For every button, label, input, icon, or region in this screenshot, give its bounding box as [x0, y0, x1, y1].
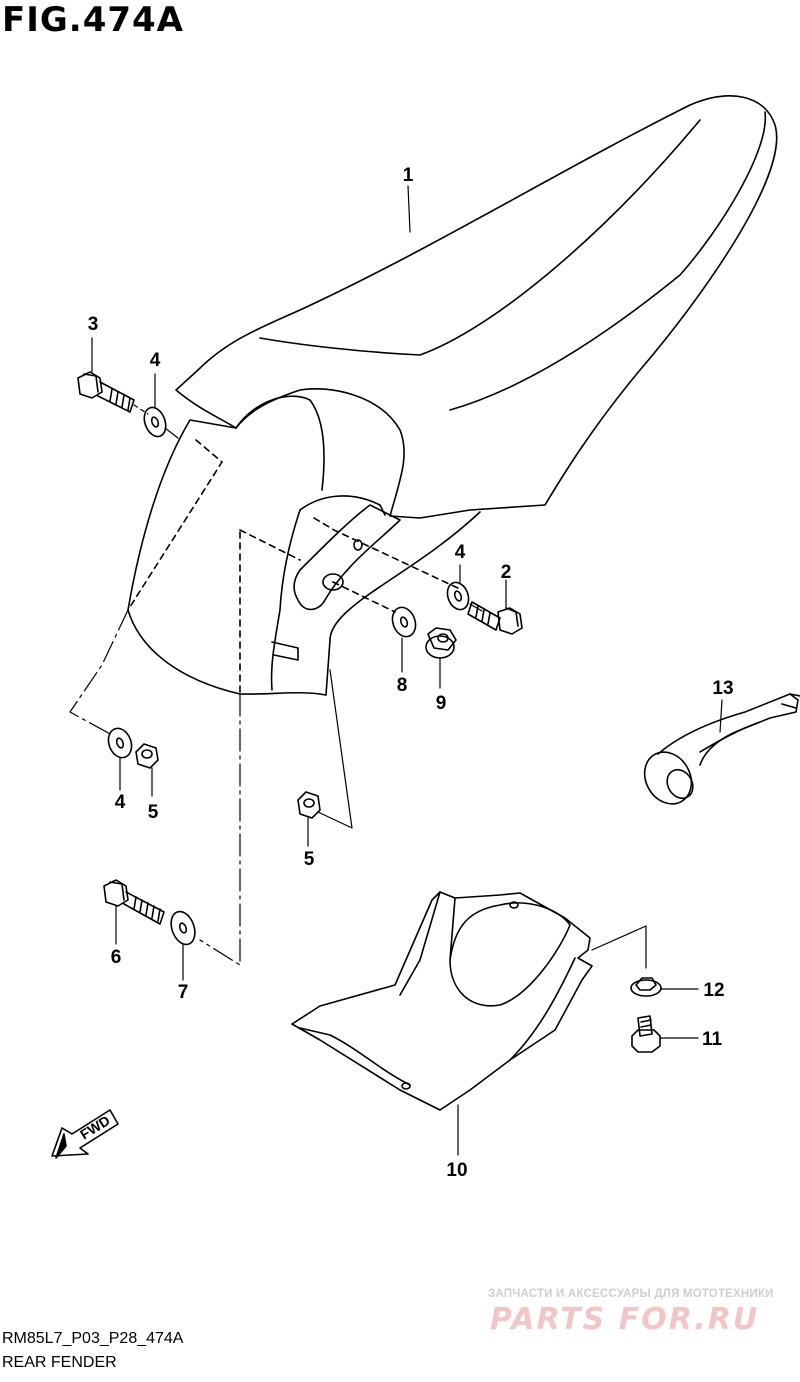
bolt-part-11 [631, 1015, 699, 1053]
washer-part-4-right [446, 564, 470, 611]
callout-4-right: 4 [455, 542, 466, 563]
callout-5-left: 5 [148, 802, 159, 823]
callout-12: 12 [703, 980, 724, 1001]
rear-fender-part [127, 95, 778, 696]
nut-part-5-right [297, 791, 321, 847]
callout-7: 7 [178, 982, 189, 1003]
callout-1: 1 [403, 165, 414, 186]
figure-name: REAR FENDER [2, 1354, 117, 1371]
bolt-part-2 [467, 579, 523, 635]
washer-part-4-upper [143, 373, 167, 438]
callout-4-upper: 4 [150, 350, 161, 371]
watermark-logo: PARTS FOR.RU [490, 1302, 760, 1337]
callout-8: 8 [397, 675, 408, 696]
washer-part-7 [170, 910, 196, 981]
nut-part-5-left [135, 743, 159, 797]
bolt-part-6 [103, 879, 165, 945]
callout-3: 3 [88, 314, 99, 335]
callout-10: 10 [446, 1160, 467, 1181]
bolt-part-3 [77, 337, 135, 413]
callout-6: 6 [111, 947, 122, 968]
callout-2: 2 [501, 562, 512, 583]
callout-4-lower: 4 [115, 792, 126, 813]
watermark-subtitle: ЗАПЧАСТИ И АКСЕССУАРЫ ДЛЯ МОТОТЕХНИКИ [488, 1288, 774, 1300]
callout-13: 13 [712, 678, 733, 699]
washer-part-12 [630, 977, 699, 997]
flange-nut-part-9 [425, 627, 457, 689]
guard-plate-part-10 [291, 891, 593, 1156]
forward-direction-arrow-icon [51, 1109, 119, 1159]
callout-11: 11 [702, 1029, 723, 1050]
washer-part-4-lower [107, 727, 133, 791]
callout-9: 9 [436, 693, 447, 714]
figure-title: FIG.474A [2, 0, 184, 40]
callout-5-right: 5 [304, 849, 315, 870]
washer-part-8 [391, 606, 417, 673]
wrench-part-13 [643, 693, 800, 805]
figure-code: RM85L7_P03_P28_474A [2, 1330, 184, 1347]
